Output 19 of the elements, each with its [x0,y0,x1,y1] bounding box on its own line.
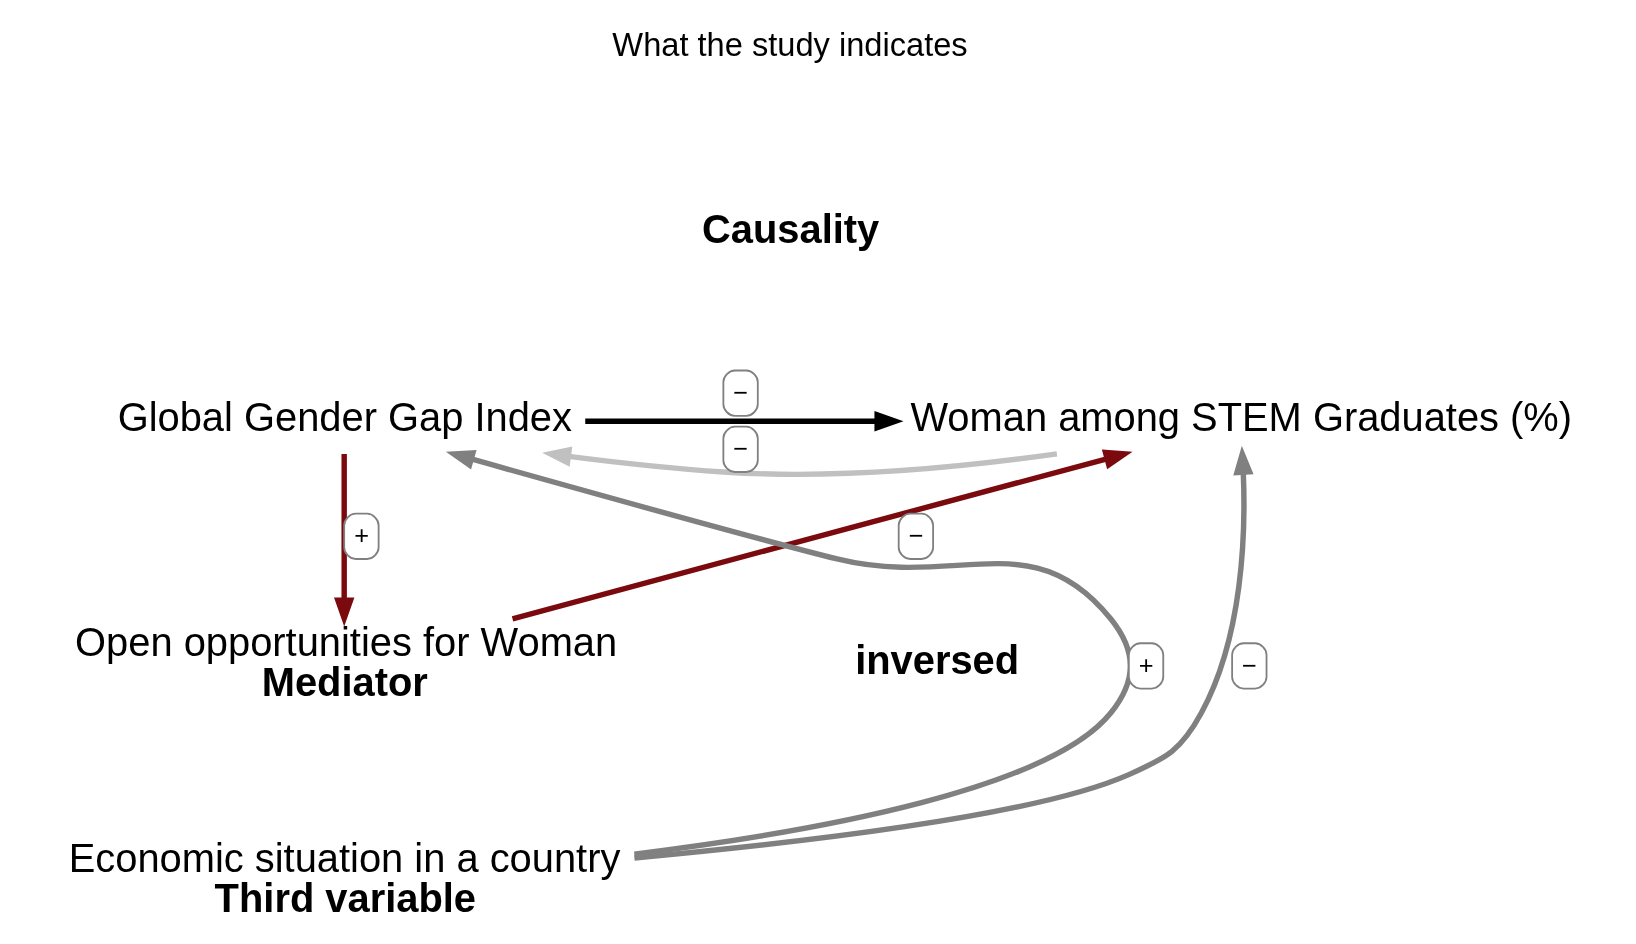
edge-label: − [732,377,748,406]
node-text: Global Gender Gap Index [117,395,572,440]
arrow [333,454,354,627]
arrow [541,446,1057,477]
node-text: Open opportunities for Woman Mediator [74,620,617,704]
node-text: Economic situation in a country Third variable [68,835,620,920]
label: Causality [701,206,879,251]
arrow [511,449,1133,622]
edge-label: + [353,520,369,549]
label: inversed [854,638,1019,683]
edge-label: − [1241,650,1257,679]
edge-label: + [1138,650,1154,679]
arrow [584,411,903,432]
node-text: Woman among STEM Graduates (%) [909,395,1572,440]
label: What the study indicates [611,25,968,63]
edge-label: − [732,433,748,462]
arrow [445,449,1133,857]
arrow [633,445,1254,861]
edge-label: − [908,520,923,549]
